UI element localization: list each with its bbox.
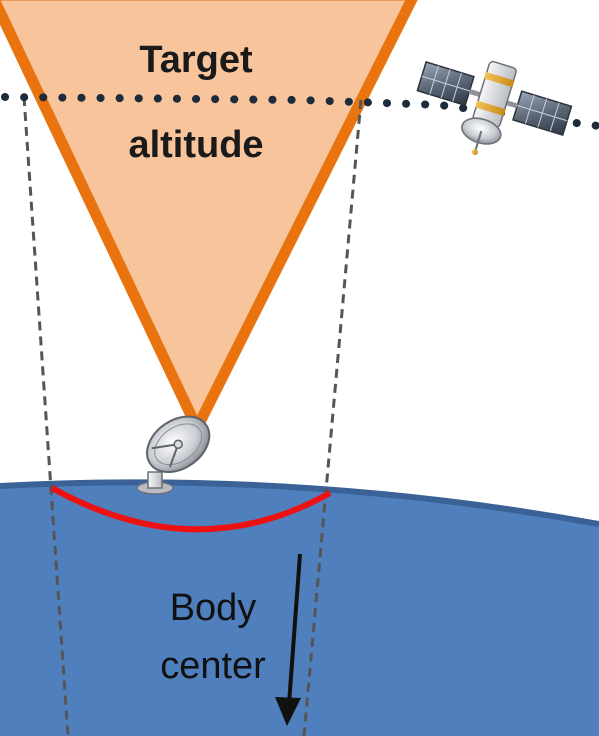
body-center-arrow-shaft: [287, 553, 302, 705]
satellite-icon: [416, 60, 573, 156]
left-projection-line: [22, 96, 70, 736]
planet-horizon: [0, 479, 599, 527]
right-projection-line: [302, 99, 363, 736]
body-center-label-line2: center: [160, 645, 266, 687]
planet-body: [0, 482, 599, 736]
coverage-arc: [50, 485, 332, 533]
satellite-dish-icon: [136, 415, 211, 495]
body-center-arrow-head: [275, 697, 301, 726]
target-altitude-label-line1: Target: [139, 39, 253, 81]
coverage-cone: [0, 0, 418, 441]
target-altitude-label-line2: altitude: [128, 124, 263, 166]
body-center-label-line1: Body: [170, 587, 257, 629]
